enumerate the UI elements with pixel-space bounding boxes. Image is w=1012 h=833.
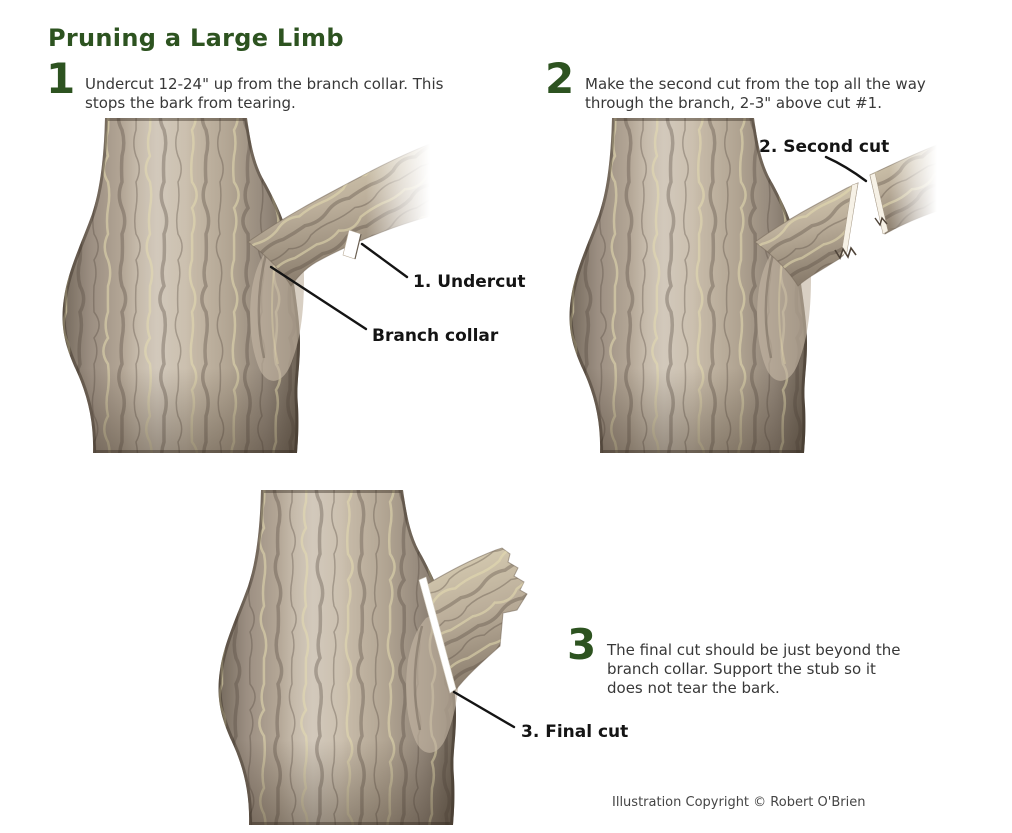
label-branch-collar: Branch collar	[372, 326, 499, 346]
step-2-text: Make the second cut from the top all the…	[585, 75, 926, 112]
illustration-undercut-tree	[62, 118, 430, 453]
final-cut-slice	[418, 576, 457, 694]
step-1-text: Undercut 12-24" up from the branch colla…	[85, 75, 444, 112]
step-2-number: 2	[545, 54, 575, 103]
label-second-cut: 2. Second cut	[759, 137, 890, 157]
label-undercut: 1. Undercut	[413, 272, 526, 292]
label-final-cut: 3. Final cut	[521, 722, 629, 742]
illustration-second-cut-tree	[569, 118, 937, 453]
step-3-text: The final cut should be just beyond the …	[607, 641, 901, 697]
step-3-number: 3	[567, 620, 597, 669]
copyright-text: Illustration Copyright © Robert O'Brien	[612, 795, 866, 810]
step-1-number: 1	[46, 54, 76, 103]
page-title: Pruning a Large Limb	[48, 24, 344, 53]
undercut-notch	[342, 229, 362, 260]
second-cut-gap	[834, 172, 889, 264]
illustration-final-cut-tree	[218, 490, 528, 825]
